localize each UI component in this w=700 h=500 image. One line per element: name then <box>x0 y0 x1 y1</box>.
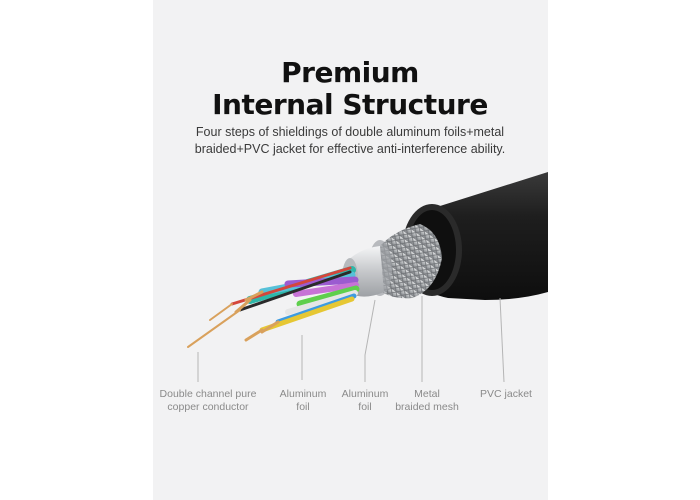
callout-copper-conductor-line-2: copper conductor <box>167 401 249 413</box>
callout-aluminum-foil-1-line-1: Aluminum <box>279 388 327 400</box>
subheadline-line-2: braided+PVC jacket for effective anti-in… <box>194 142 506 156</box>
callout-braided-mesh: Metal braided mesh <box>390 388 464 414</box>
callout-braided-mesh-line-2: braided mesh <box>395 401 459 413</box>
callout-copper-conductor-line-1: Double channel pure <box>159 388 257 400</box>
callout-pvc-jacket: PVC jacket <box>474 388 538 401</box>
callout-pvc-jacket-line-1: PVC jacket <box>480 388 532 400</box>
callout-aluminum-foil-2: Aluminum foil <box>335 388 395 414</box>
callout-leader-lines <box>197 296 505 383</box>
callout-aluminum-foil-1-line-2: foil <box>296 401 310 413</box>
callout-aluminum-foil-1: Aluminum foil <box>273 388 333 414</box>
headline-line-1: Premium <box>281 56 419 89</box>
subheadline-line-1: Four steps of shieldings of double alumi… <box>195 125 505 139</box>
headline-line-2: Internal Structure <box>212 88 488 121</box>
callout-braided-mesh-line-1: Metal <box>414 388 440 400</box>
callout-copper-conductor: Double channel pure copper conductor <box>158 388 258 414</box>
callout-aluminum-foil-2-line-1: Aluminum <box>341 388 389 400</box>
inner-wire-bundle <box>187 266 360 348</box>
callout-aluminum-foil-2-line-2: foil <box>358 401 372 413</box>
